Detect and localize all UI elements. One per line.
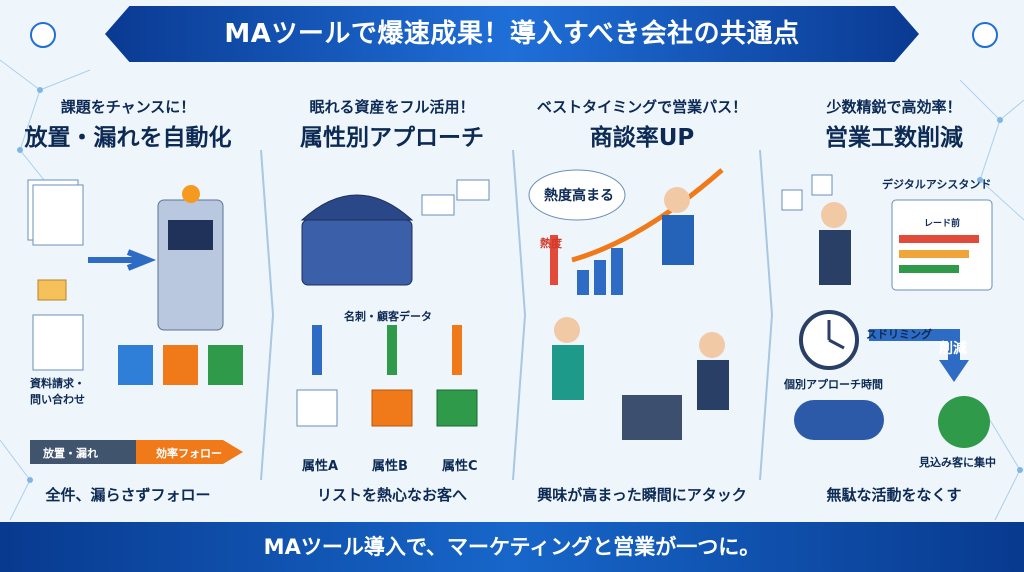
segment-b-label: 属性B <box>372 459 408 474</box>
server-icon <box>157 199 224 331</box>
timing-illustration <box>528 168 729 440</box>
rising-arrow <box>571 168 724 263</box>
mail-icon <box>37 279 67 301</box>
column-caption: リストを熱心なお客へ <box>316 486 467 504</box>
follow-label: 効率フォロー <box>156 447 222 460</box>
column-efficiency: 少数精鋭で高効率！ 営業工数削減 デジタルアシスタンド レード前 スドリミング … <box>774 80 1014 520</box>
mail-icon <box>296 389 338 427</box>
checklist-icon <box>781 189 803 211</box>
neglect-bar <box>30 440 140 464</box>
woman-avatar <box>554 317 580 343</box>
segment-c-label: 属性C <box>442 459 478 474</box>
document-stack-icon <box>27 179 84 371</box>
funnel-icon <box>794 400 884 440</box>
gift-icon <box>371 389 413 427</box>
segment-a-label: 属性A <box>302 459 339 474</box>
divider-arrow <box>260 150 275 480</box>
follow-arrow <box>136 440 243 464</box>
focus-label: 見込み客に集中 <box>919 456 996 469</box>
efficiency-illustration <box>781 174 993 448</box>
bubble-label: 熱度高まる <box>544 188 614 204</box>
cut-label: 削減 <box>939 341 967 357</box>
neglect-label: 放置・漏れ <box>43 447 98 460</box>
column-subtitle: ベストタイミングで営業パス！ <box>536 98 748 116</box>
treasure-chest-icon <box>301 219 413 286</box>
title-banner <box>105 6 919 62</box>
customers-icon <box>938 396 990 448</box>
divider-arrow <box>759 150 774 480</box>
column-heading: 属性別アプローチ <box>300 125 484 151</box>
column-automation: 課題をチャンスに！ 放置・漏れを自動化 資料請求・ 問い合わせ 放置・漏れ 効率… <box>8 80 248 520</box>
column-heading: 商談率UP <box>589 125 695 151</box>
page-title: MAツールで爆速成果！導入すべき会社の共通点 <box>224 19 800 49</box>
thought-bubble <box>528 169 626 221</box>
dashboard-screen <box>891 199 993 291</box>
divider-arrow <box>512 150 527 480</box>
business-card-icon <box>421 194 455 216</box>
column-heading: 放置・漏れを自動化 <box>24 125 232 151</box>
column-caption: 無駄な活動をなくす <box>826 486 962 504</box>
green-bin-icon <box>208 345 243 385</box>
salesperson-avatar <box>664 187 690 213</box>
clipboard-icon <box>811 174 833 196</box>
column-subtitle: 眠れる資産をフル活用！ <box>309 98 475 116</box>
orange-bin-icon <box>163 345 198 385</box>
footer-text: MAツール導入で、マーケティングと営業が一つに。 <box>263 535 761 559</box>
screen-label: レード前 <box>924 219 961 229</box>
streaming-label: スドリミング <box>866 328 932 341</box>
businessman-avatar <box>699 332 725 358</box>
gauge-label: 熱度 <box>540 237 562 250</box>
data-label: 名刺・顧客データ <box>344 310 432 323</box>
automation-illustration <box>27 179 243 464</box>
monitor-icon <box>622 395 682 440</box>
gift-icon <box>436 389 478 427</box>
inbox-label: 資料請求・ 問い合わせ <box>30 377 85 406</box>
assistant-label: デジタルアシスタンド <box>882 178 992 191</box>
monitor-icon <box>30 22 56 48</box>
column-subtitle: 課題をチャンスに！ <box>60 98 196 116</box>
reduction-arrow <box>869 329 960 360</box>
time-label: 個別アプローチ時間 <box>784 378 883 391</box>
blue-bin-icon <box>118 345 153 385</box>
column-heading: 営業工数削減 <box>825 125 963 151</box>
column-segmentation: 眠れる資産をフル活用！ 属性別アプローチ 名刺・顧客データ 属性A 属性B 属性… <box>272 80 512 520</box>
column-subtitle: 少数精鋭で高効率！ <box>826 98 962 116</box>
thermometer-icon <box>550 235 558 285</box>
column-caption: 全件、漏らさずフォロー <box>45 486 211 504</box>
footer-bar <box>0 522 1024 572</box>
column-caption: 興味が高まった瞬間にアタック <box>537 486 747 504</box>
alarm-light-icon <box>182 185 200 203</box>
chart-icon <box>972 22 998 48</box>
segmentation-illustration <box>296 179 490 427</box>
manager-avatar <box>821 202 847 228</box>
column-timing: ベストタイミングで営業パス！ 商談率UP 熱度高まる 熱度 興味が高まった瞬間に… <box>522 80 762 520</box>
